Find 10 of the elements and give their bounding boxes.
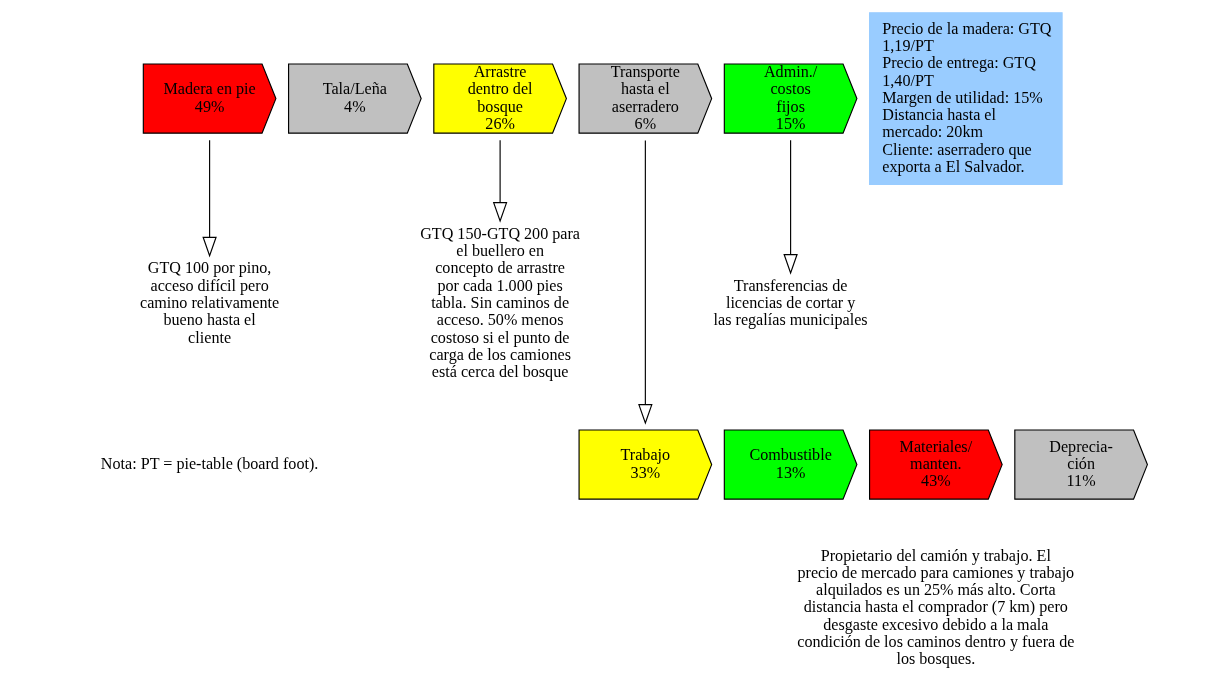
node-text: Transferencias de licencias de cortar y las regalías municipales: [713, 276, 868, 329]
node-text: Propietario del camión y trabajo. El precio de mercado para camiones y trabajo alquilados es un 25% más alto. Corta distancia hasta el comprador (7 km) pero desgaste excesivo debido a la mala condición de los caminos dentro y fuera de los bosques.: [796, 546, 1074, 668]
node-box: Precio de la madera: GTQ 1,19/PT Precio de entrega: GTQ 1,40/PT Margen de utilidad: 15% Distancia hasta el mercado: 20km Cliente: aserradero que exporta a El Salvador.: [868, 12, 1063, 186]
arrow: [201, 139, 217, 258]
node-text: GTQ 100 por pino, acceso difícil pero camino relativamente bueno hasta el cliente: [139, 259, 279, 346]
arrow: [782, 139, 798, 275]
node-text: GTQ 150-GTQ 200 para el buellero en concepto de arrastre por cada 1.000 pies tabla. Sin caminos de acceso. 50% menos costoso si el punto de carga de los camiones está cerca del bosque: [419, 224, 580, 381]
label: Nota: PT = pie-table (board foot).: [100, 454, 318, 472]
arrow: [637, 139, 653, 425]
arrow: [492, 139, 507, 223]
